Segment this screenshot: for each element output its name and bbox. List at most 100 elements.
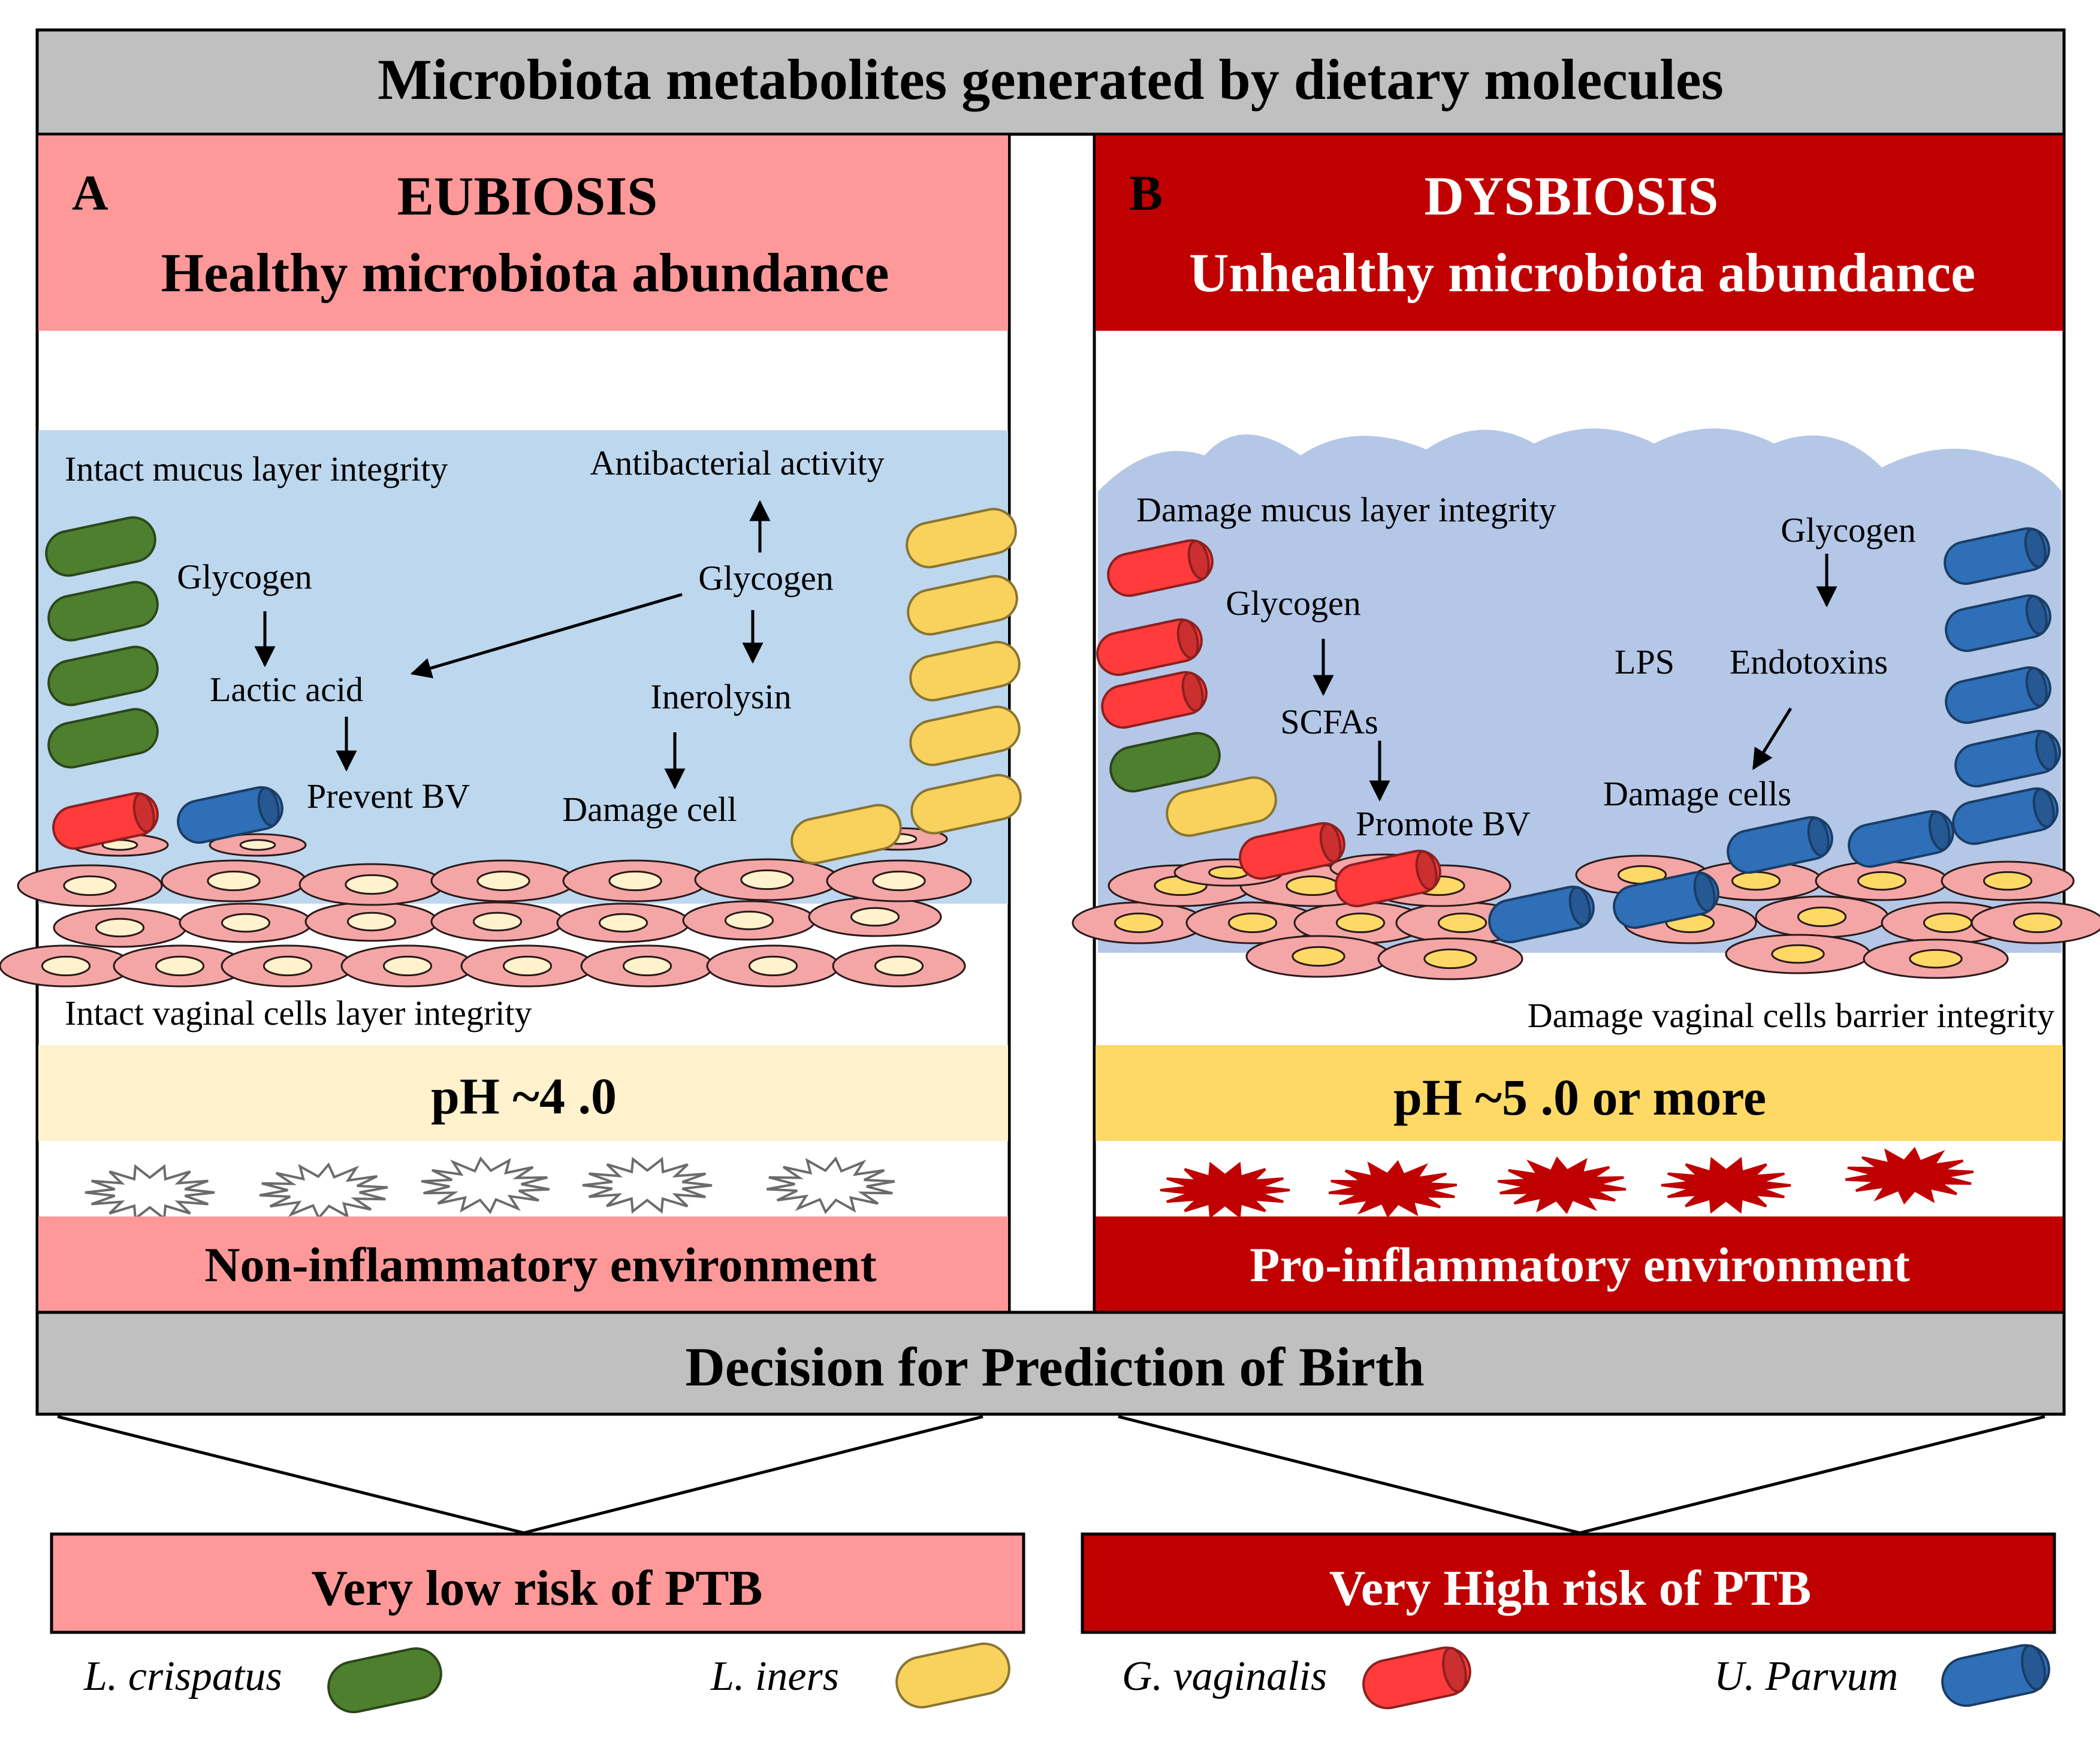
label-endotoxins: Endotoxins [1730, 642, 1888, 681]
ph-a: pH ~4 .0 [431, 1067, 617, 1125]
bacterium-uparvum [1952, 787, 2059, 846]
cytokine-star [259, 1162, 388, 1221]
epithelial-cell [340, 944, 475, 988]
legend-swatch-gvaginalis [1362, 1646, 1471, 1710]
dysbiosis-title: DYSBIOSIS [1425, 165, 1719, 227]
epithelial-cell [1863, 938, 2009, 979]
panel-eubiosis: A EUBIOSIS Healthy microbiota abundance … [0, 132, 1022, 1314]
environment-band-b [1096, 1216, 2063, 1311]
epithelial-cell [430, 859, 577, 902]
environment-b: Pro-inflammatory environment [1250, 1237, 1910, 1292]
legend-swatch-crispatus [327, 1647, 442, 1714]
bacterium-uparvum [1488, 885, 1595, 944]
epithelial-cell [706, 944, 840, 988]
epithelial-cell [1185, 901, 1320, 944]
label-glycogen-b-left: Glycogen [1226, 584, 1361, 623]
cytokine-stars-a [85, 1156, 895, 1221]
epithelial-cell [682, 900, 816, 941]
header-title: Microbiota metabolites generated by diet… [378, 47, 1724, 111]
decision-bar: Decision for Prediction of Birth [35, 1311, 2066, 1416]
ph-band-b [1096, 1045, 2063, 1141]
epithelial-cells-b [1072, 853, 2100, 980]
bacterium-crispatus [45, 516, 156, 577]
legend-swatch-iners [895, 1642, 1010, 1709]
eubiosis-title: EUBIOSIS [397, 165, 658, 227]
cytokine-star [582, 1157, 713, 1214]
label-lps: LPS [1615, 642, 1674, 681]
eubiosis-title-band [38, 135, 1008, 331]
bacterium-crispatus [47, 581, 159, 642]
cytokine-star [1160, 1161, 1290, 1219]
epithelial-cell [1971, 901, 2100, 944]
epithelial-cell [1072, 901, 1206, 944]
legend-label-gvaginalis: G. vaginalis [1122, 1653, 1327, 1699]
panel-b-letter: B [1129, 165, 1163, 221]
legend-swatch-uparvum [1941, 1644, 2050, 1707]
arrow-endotoxins-to-damage [1752, 707, 1793, 770]
bacterium-crispatus [1109, 732, 1221, 793]
label-glycogen-b-right: Glycogen [1781, 511, 1916, 550]
epithelial-cell [1725, 934, 1871, 974]
epithelial-cell [460, 944, 595, 988]
legend-label-uparvum: U. Parvum [1714, 1653, 1898, 1699]
cytokine-star [85, 1164, 215, 1221]
cytokine-star [1661, 1157, 1791, 1214]
bacterium-gvaginalis [1096, 618, 1203, 677]
bacterium-iners [907, 575, 1018, 636]
bacterium-uparvum [1848, 810, 1954, 868]
bacterium-iners [909, 705, 1021, 766]
cytokine-star [1497, 1156, 1627, 1215]
legend-label-iners: L. iners [710, 1653, 839, 1699]
cytokine-star [1328, 1160, 1458, 1218]
bacterium-crispatus [47, 708, 159, 769]
header-bar: Microbiota metabolites generated by diet… [35, 28, 2066, 136]
label-glycogen-a-left: Glycogen [177, 557, 312, 596]
epithelial-cell [113, 944, 247, 988]
epithelial-cell [209, 833, 307, 857]
epithelial-cell [694, 858, 840, 901]
label-promote-bv: Promote BV [1356, 804, 1531, 843]
panel-dysbiosis: B DYSBIOSIS Unhealthy microbiota abundan… [1072, 132, 2100, 1314]
bacterium-uparvum [1613, 871, 1719, 929]
epithelial-cell [304, 901, 439, 942]
outcome-low-risk: Very low risk of PTB [50, 1532, 1025, 1634]
label-damage-mucus: Damage mucus layer integrity [1136, 490, 1556, 529]
environment-a: Non-inflammatory environment [204, 1237, 876, 1292]
epithelial-cell [179, 902, 313, 943]
epithelial-cell [1245, 935, 1392, 978]
bacterium-uparvum [177, 786, 283, 844]
label-damage-cells: Damage cells [1603, 774, 1791, 813]
label-intact-cells: Intact vaginal cells layer integrity [65, 994, 532, 1032]
bacterium-gvaginalis [52, 792, 159, 850]
legend: L. crispatus L. iners G. vaginalis U. Pa… [83, 1642, 2050, 1714]
bacterium-gvaginalis [1107, 539, 1214, 597]
epithelial-cell [1293, 901, 1428, 944]
bacteria-a [45, 508, 1022, 865]
label-antibacterial: Antibacterial activity [590, 443, 884, 482]
bacterium-uparvum [1727, 816, 1833, 874]
epithelial-cell [1377, 937, 1523, 980]
outcome-high-risk: Very High risk of PTB [1081, 1532, 2056, 1634]
bacterium-iners [906, 508, 1017, 569]
cytokine-star [766, 1156, 895, 1215]
epithelial-cell [0, 944, 133, 988]
bacterium-gvaginalis [1335, 849, 1441, 908]
bacterium-uparvum [1954, 729, 2061, 788]
epithelial-cell [1815, 861, 1949, 901]
epithelial-cell [161, 859, 307, 902]
ph-b: pH ~5 .0 or more [1393, 1068, 1766, 1126]
arrow-glycogen-to-lactic-right [410, 593, 683, 678]
epithelial-cell [580, 944, 714, 988]
environment-band-a [38, 1216, 1008, 1311]
bacterium-iners [1166, 776, 1277, 837]
cytokine-stars-b [1160, 1146, 1974, 1219]
bacterium-uparvum [1944, 527, 2050, 585]
label-lactic-acid: Lactic acid [210, 670, 363, 709]
legend-label-crispatus: L. crispatus [83, 1653, 282, 1699]
cytokine-star [1845, 1146, 1974, 1205]
epithelial-cell [430, 901, 565, 942]
label-intact-mucus: Intact mucus layer integrity [65, 449, 448, 488]
dysbiosis-subtitle: Unhealthy microbiota abundance [1189, 242, 1975, 303]
epithelial-cell [832, 944, 966, 988]
